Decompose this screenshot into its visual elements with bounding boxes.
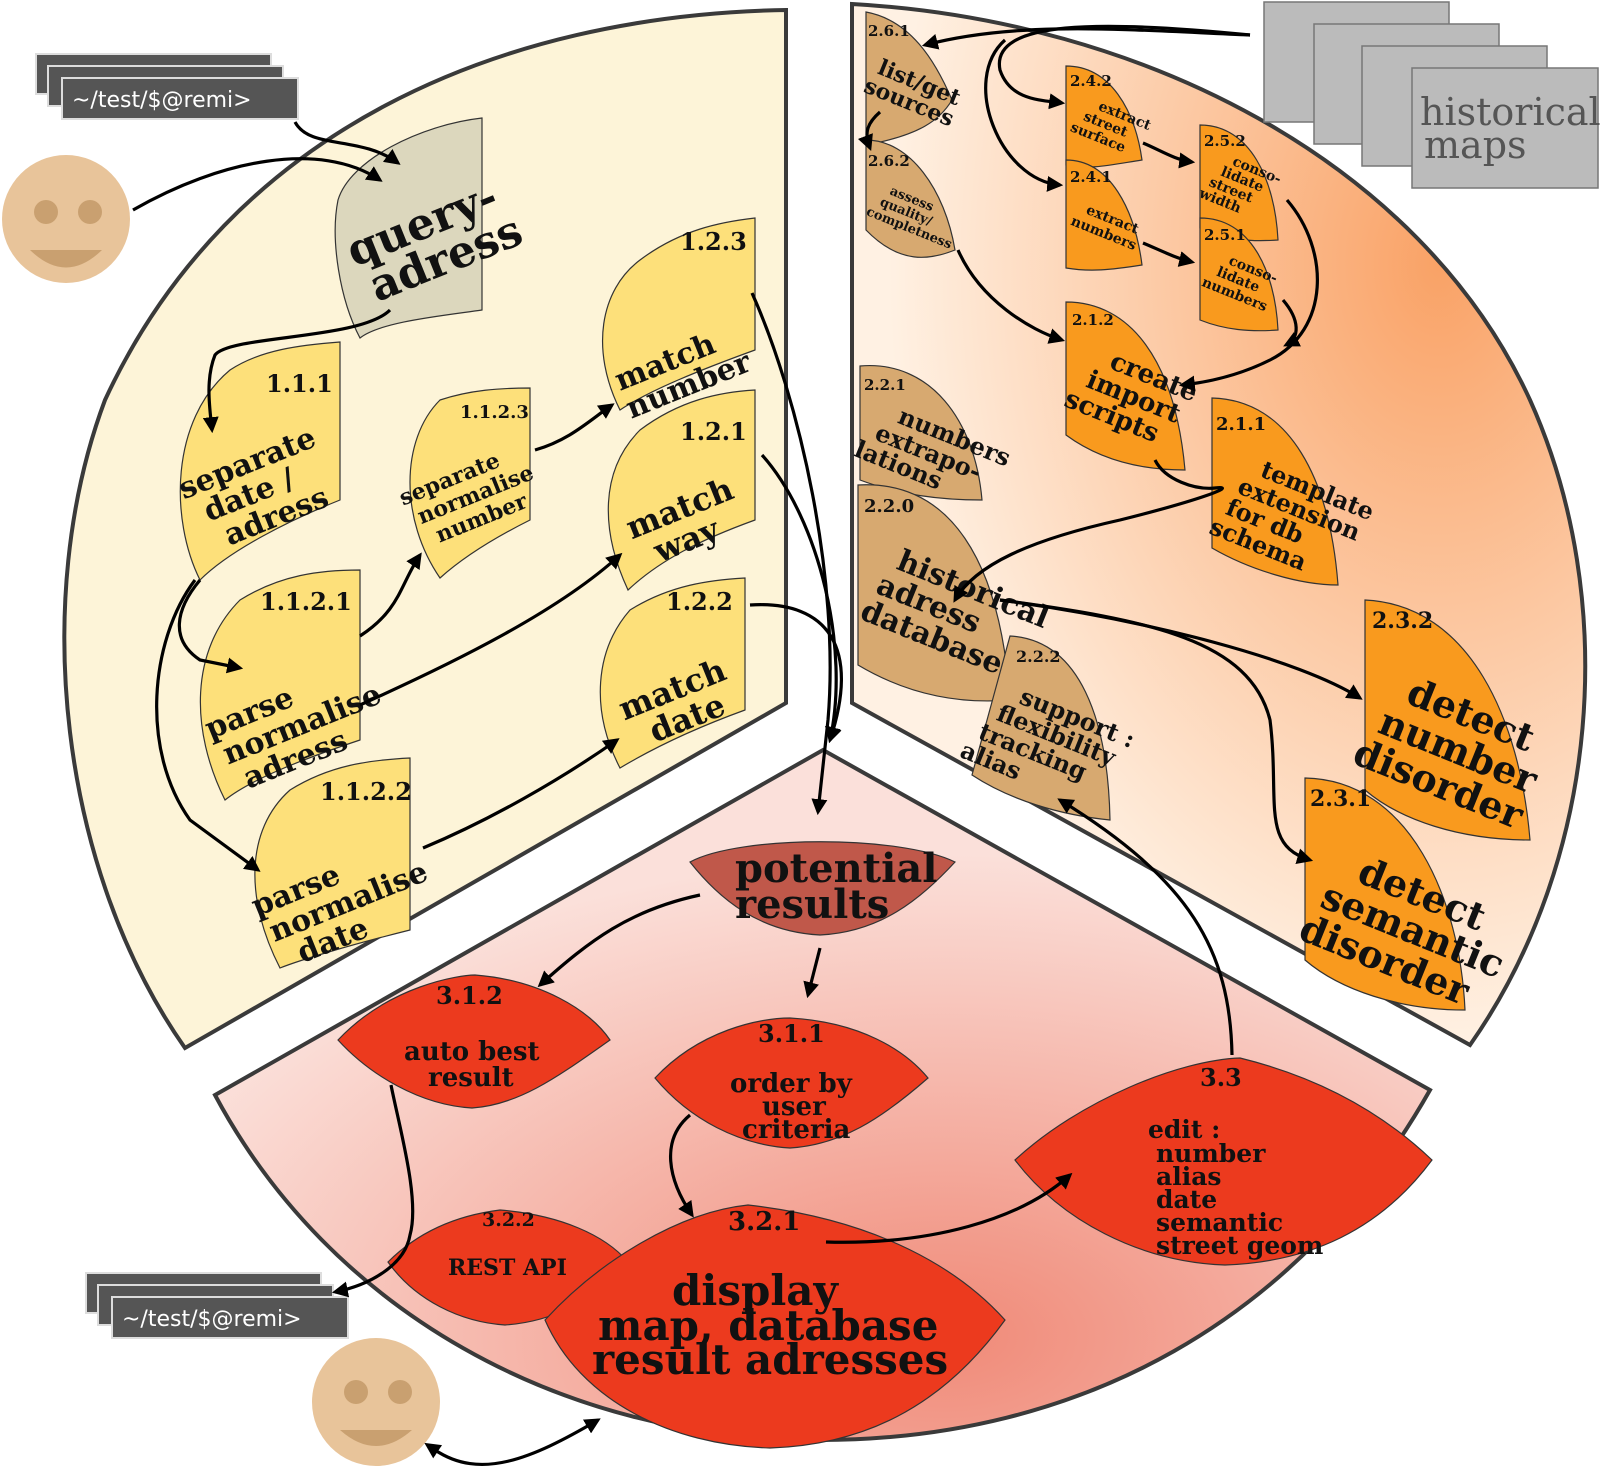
n251-num: 2.5.1 [1204, 226, 1246, 244]
n312-l2: result [428, 1063, 514, 1093]
n122-num: 1.2.2 [666, 587, 733, 616]
n33-l5: semantic [1156, 1208, 1283, 1237]
n33-l2: number [1156, 1139, 1266, 1168]
node-2-4-1: 2.4.1 extract numbers [1065, 159, 1143, 271]
n311-num: 3.1.1 [758, 1019, 825, 1048]
n322-l1: REST API [448, 1255, 567, 1281]
n262-num: 2.6.2 [868, 152, 910, 170]
node-3-3: 3.3 edit : number alias date semantic st… [1014, 1057, 1433, 1266]
n232-num: 2.3.2 [1372, 608, 1433, 634]
terminal-bottom-prompt: ~/test/$@remi> [122, 1307, 302, 1332]
n33-num: 3.3 [1200, 1063, 1242, 1092]
arrows [132, 24, 1363, 1466]
node-2-4-2: 2.4.2 extract street surface [1065, 65, 1154, 168]
historical-maps-stack: historical maps [1263, 1, 1600, 189]
n33-l1: edit : [1148, 1115, 1220, 1144]
terminal-top-prompt: ~/test/$@remi> [72, 88, 252, 113]
terminal-top: ~/test/$@remi> [35, 53, 299, 120]
n221-num: 2.2.1 [864, 376, 906, 394]
node-3-2-1: 3.2.1 display map, database result adres… [544, 1204, 1006, 1449]
n212-num: 2.1.2 [1072, 311, 1114, 329]
n312-l1: auto best [404, 1037, 540, 1067]
n111-num: 1.1.1 [266, 369, 333, 398]
n33-l4: date [1156, 1185, 1217, 1214]
n231-num: 2.3.1 [1310, 786, 1371, 812]
n252-num: 2.5.2 [1204, 132, 1246, 150]
n311-l1: order by [730, 1069, 853, 1099]
node-3-1-2: 3.1.2 auto best result [337, 974, 611, 1109]
n321-l1: display [672, 1266, 840, 1315]
node-3-1-1: 3.1.1 order by user criteria [654, 1017, 929, 1149]
n220-num: 2.2.0 [864, 496, 914, 517]
potential-l1: potential [735, 845, 937, 892]
node-potential-results: potential results [689, 841, 956, 936]
n322-num: 3.2.2 [482, 1209, 535, 1231]
terminal-bottom: ~/test/$@remi> [85, 1272, 349, 1339]
node-1-1-1: 1.1.1 separate date / adress [174, 341, 341, 582]
node-2-6-2: 2.6.2 assess quality/ completness [864, 139, 956, 258]
node-2-2-2: 2.2.2 support : flexibility tracking ali… [956, 635, 1139, 821]
n321-l2: map, database [598, 1301, 938, 1350]
n321-num: 3.2.1 [728, 1207, 800, 1237]
node-2-1-2: 2.1.2 create import scripts [1060, 301, 1202, 471]
n222-num: 2.2.2 [1016, 647, 1061, 666]
n33-l6: street geom [1156, 1231, 1323, 1260]
n321-l3: result adresses [592, 1335, 948, 1384]
node-1-2-2: 1.2.2 match date [599, 577, 746, 769]
node-2-5-2: 2.5.2 conso- lidate street width [1196, 124, 1284, 242]
node-1-2-3: 1.2.3 match number [602, 217, 757, 426]
n311-l3: criteria [742, 1115, 851, 1145]
n121-num: 1.2.1 [680, 417, 747, 446]
n1121-num: 1.1.2.1 [260, 587, 352, 616]
n242-num: 2.4.2 [1070, 72, 1112, 90]
n241-num: 2.4.1 [1070, 168, 1112, 186]
n33-l3: alias [1156, 1162, 1221, 1191]
potential-l2: results [735, 881, 889, 928]
n311-l2: user [762, 1092, 826, 1122]
n1123-num: 1.1.2.3 [460, 402, 529, 423]
maps-label-1: historical [1420, 90, 1600, 134]
user-face-icon-bottom [312, 1338, 440, 1466]
n1122-num: 1.1.2.2 [320, 777, 412, 806]
n123-num: 1.2.3 [680, 227, 747, 256]
n312-num: 3.1.2 [436, 981, 503, 1010]
n211-num: 2.1.1 [1216, 414, 1266, 435]
node-2-2-0: 2.2.0 historical adress database [856, 484, 1054, 702]
maps-label-2: maps [1424, 123, 1527, 167]
node-2-3-2: 2.3.2 detect number disorder [1347, 599, 1545, 841]
user-face-icon [2, 155, 130, 283]
n261-num: 2.6.1 [868, 22, 910, 40]
